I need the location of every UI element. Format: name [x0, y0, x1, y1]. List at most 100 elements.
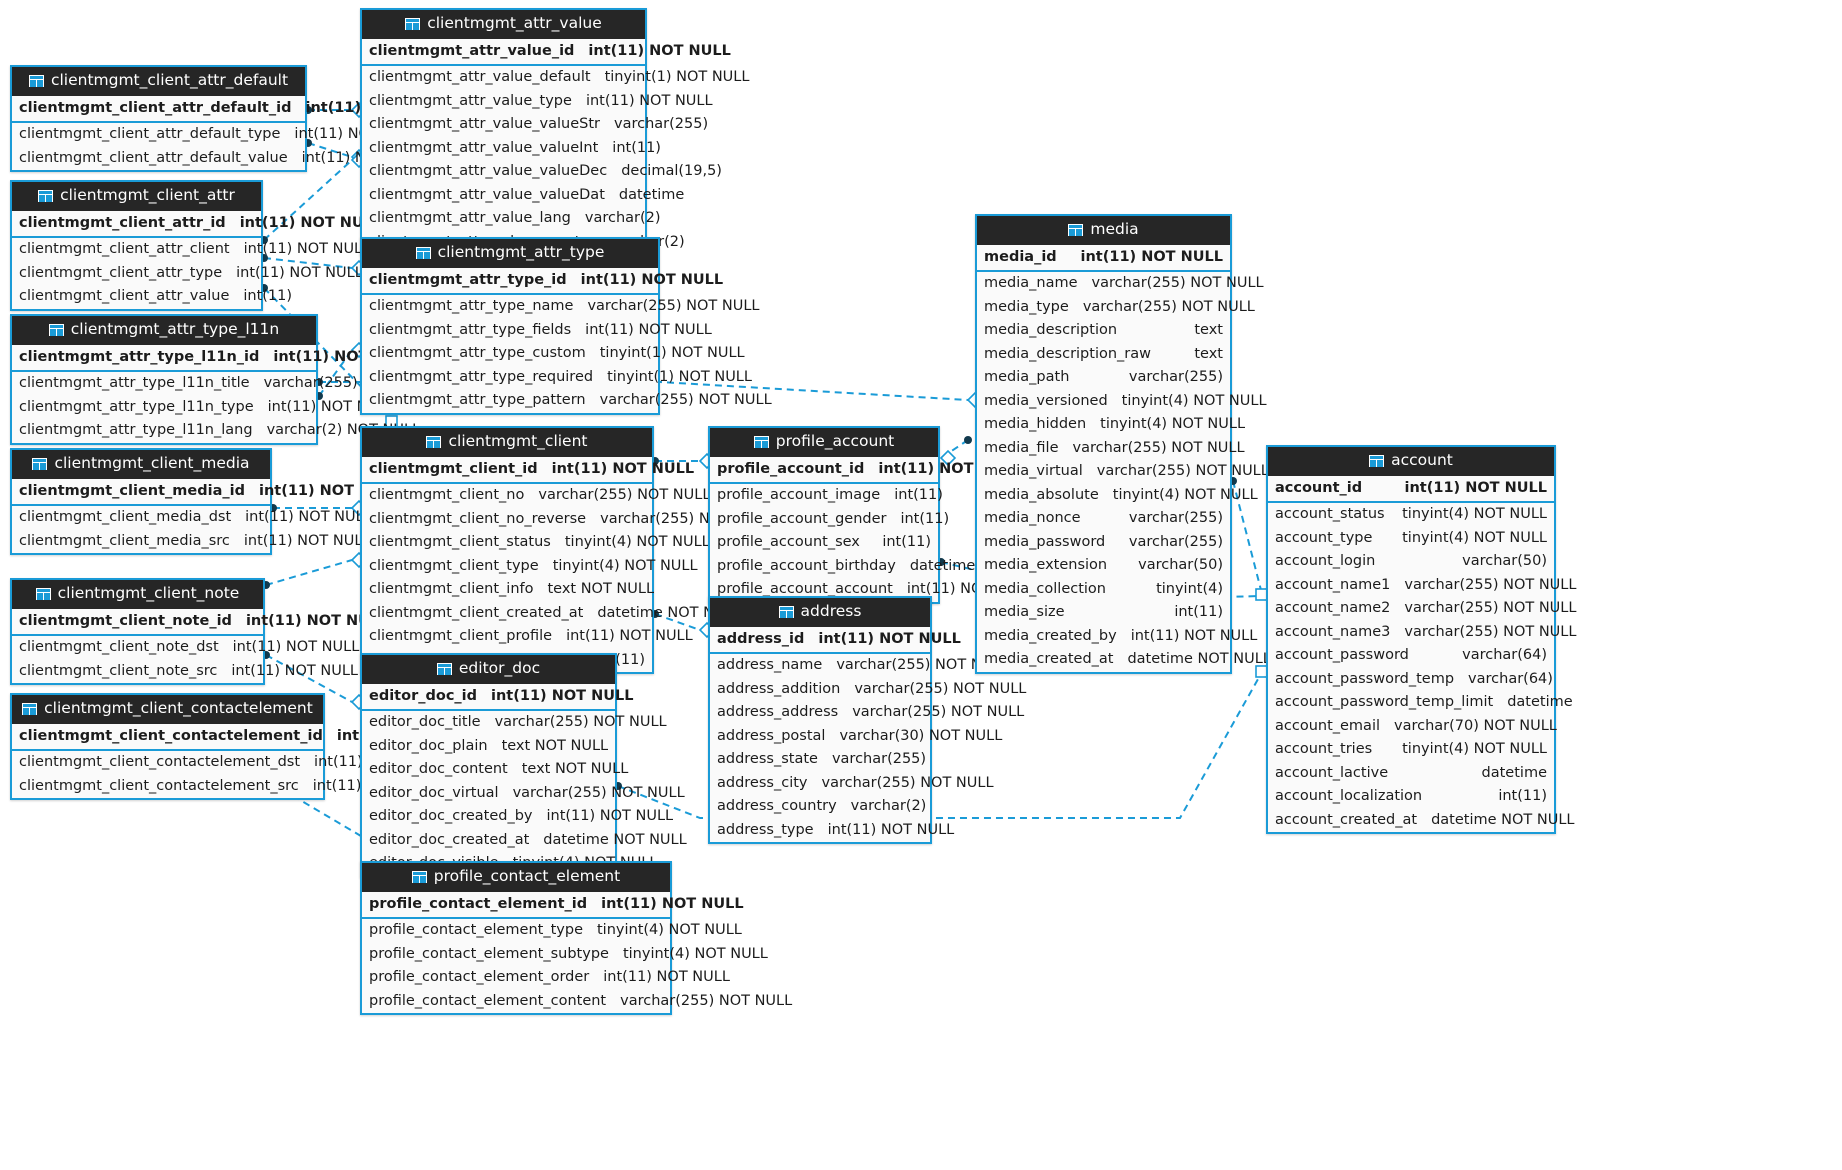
table-icon	[1068, 223, 1084, 236]
column-name: profile_contact_element_subtype	[369, 945, 609, 962]
column-name: clientmgmt_attr_value_type	[369, 92, 572, 109]
column-type: int(11) NOT NULL	[566, 628, 693, 644]
entity-primary-key-section: clientmgmt_attr_type_id int(11) NOT NULL	[362, 267, 723, 295]
column-type: tinyint(4) NOT NULL	[552, 557, 698, 574]
entity-primary-key-section: clientmgmt_client_contactelement_idint(1…	[12, 723, 479, 751]
column-type: varchar(70) NOT NULL	[1394, 717, 1557, 734]
column-name: account_password	[1275, 647, 1409, 663]
column-name: clientmgmt_client_attr_default_type	[19, 126, 281, 142]
entity-header[interactable]: clientmgmt_client_contactelement	[12, 695, 323, 724]
column-type: text	[1194, 322, 1223, 338]
column-name: media_password	[984, 533, 1106, 550]
column-type: tinyint(4) NOT NULL	[1402, 506, 1547, 522]
entity-header[interactable]: clientmgmt_client	[362, 428, 652, 457]
column-row: account_status tinyint(4) NOT NULL	[1268, 503, 1554, 527]
entity-header[interactable]: clientmgmt_client_attr_default	[12, 67, 305, 96]
entity-header[interactable]: clientmgmt_client_note	[12, 580, 263, 609]
column-type: int(11) NOT NULL	[231, 662, 359, 679]
column-name: clientmgmt_attr_type_id	[369, 271, 567, 288]
column-type: datetime	[1507, 694, 1573, 710]
column-name: media_size	[984, 604, 1065, 620]
entity-header[interactable]: editor_doc	[362, 655, 615, 684]
entity-header[interactable]: media	[977, 216, 1230, 245]
entity-header[interactable]: clientmgmt_client_attr	[12, 182, 261, 211]
column-type: datetime	[1481, 764, 1547, 781]
entity-title: profile_contact_element	[433, 867, 621, 885]
table-icon	[778, 605, 794, 618]
entity-header[interactable]: clientmgmt_client_media	[12, 450, 270, 479]
entity-header[interactable]: clientmgmt_attr_type_l11n	[12, 316, 316, 345]
table-icon	[22, 702, 38, 715]
column-name: account_created_at	[1275, 811, 1418, 828]
entity-table-clientmgmt_attr_value[interactable]: clientmgmt_attr_value clientmgmt_attr_val…	[360, 8, 749, 256]
column-name: media_virtual	[984, 463, 1083, 479]
entity-header[interactable]: profile_contact_element	[362, 863, 670, 892]
entity-title: media	[1090, 220, 1139, 238]
column-type: int(11) NOT NULL	[580, 271, 724, 288]
column-type: tinyint(4) NOT NULL	[564, 534, 710, 550]
column-name: clientmgmt_attr_type_fields	[369, 321, 572, 338]
column-name: account_status	[1275, 506, 1385, 522]
table-icon	[411, 870, 427, 883]
column-type: int(11) NOT NULL	[491, 687, 634, 704]
column-name: clientmgmt_attr_type_l11n_id	[19, 348, 260, 365]
column-name: clientmgmt_attr_value_default	[369, 69, 591, 85]
column-name: account_type	[1275, 529, 1373, 546]
column-type: int(11) NOT NULL	[1130, 627, 1258, 644]
entity-header[interactable]: address	[710, 598, 930, 627]
column-name: account_id	[1275, 479, 1363, 496]
entity-header[interactable]: account	[1268, 447, 1554, 476]
entity-table-profile_contact_element[interactable]: profile_contact_element profile_contact_e…	[360, 861, 792, 1015]
column-type: varchar(50)	[1138, 557, 1223, 573]
column-name: address_country	[717, 798, 837, 814]
column-type: varchar(255) NOT NULL	[1404, 600, 1577, 616]
entity-header[interactable]: profile_account	[710, 428, 938, 457]
column-name: clientmgmt_attr_type_required	[369, 368, 594, 385]
column-name: clientmgmt_attr_type_name	[369, 298, 574, 314]
entity-header[interactable]: clientmgmt_attr_value	[362, 10, 645, 39]
column-name: address_type	[717, 821, 814, 838]
column-type: decimal(19,5)	[621, 163, 722, 179]
column-name: media_created_by	[984, 627, 1117, 644]
entity-header[interactable]: clientmgmt_attr_type	[362, 239, 658, 268]
column-name: clientmgmt_attr_value_id	[369, 42, 575, 59]
entity-table-clientmgmt_client_note[interactable]: clientmgmt_client_note clientmgmt_client_…	[10, 578, 388, 685]
entity-table-clientmgmt_client_attr_default[interactable]: clientmgmt_client_attr_default clientmgmt…	[10, 65, 448, 172]
